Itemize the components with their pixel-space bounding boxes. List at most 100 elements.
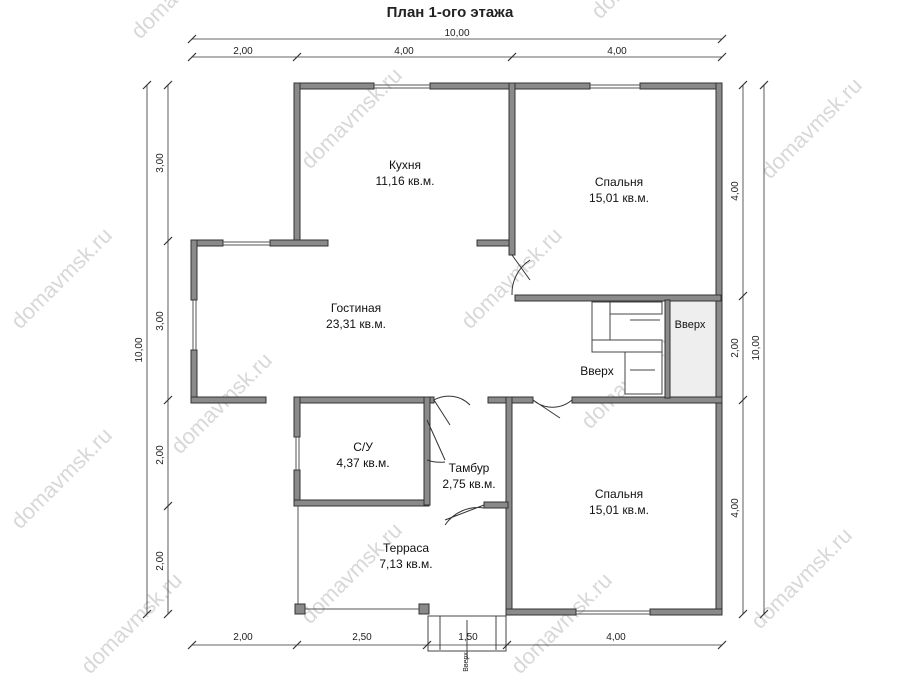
dim-tick <box>738 291 748 301</box>
dim-label: 4,00 <box>607 46 627 57</box>
entrance-up-label: Вверх <box>463 652 470 672</box>
wall <box>639 82 722 90</box>
dim-tick <box>738 80 748 90</box>
dim-tick <box>717 34 727 44</box>
wall <box>483 501 509 509</box>
dim-label: 4,00 <box>394 46 414 57</box>
dim-tick <box>163 395 173 405</box>
room-area: 15,01 кв.м. <box>589 503 649 517</box>
terrace-post <box>294 603 306 615</box>
wall <box>190 349 198 401</box>
watermark: domavmsk.ru <box>6 222 117 333</box>
room-labels: Кухня 11,16 кв.м. Спальня 15,01 кв.м. Го… <box>326 158 706 672</box>
wall <box>190 239 198 301</box>
room-area: 11,16 кв.м. <box>375 174 434 188</box>
stair-up-label: Вверх <box>675 319 706 331</box>
dim-label: 4,00 <box>606 632 626 643</box>
room-name: Спальня <box>595 487 643 501</box>
wall <box>293 499 430 507</box>
dim-tick <box>187 52 197 62</box>
dim-tick <box>738 395 748 405</box>
door <box>532 399 573 419</box>
room-name: Гостиная <box>331 301 381 315</box>
dim-tick <box>142 609 152 619</box>
dim-tick <box>502 640 512 650</box>
wall <box>508 82 516 256</box>
dim-tick <box>163 609 173 619</box>
dim-label: 1,50 <box>458 632 478 643</box>
dim-tick <box>187 640 197 650</box>
walls <box>190 82 723 616</box>
watermark: domavmsk.ru <box>296 62 407 173</box>
watermark: domavmsk.ru <box>586 0 697 24</box>
wall <box>293 396 301 438</box>
terrace-post <box>418 603 430 615</box>
dim-label: 2,00 <box>233 632 253 643</box>
dim-tick <box>292 640 302 650</box>
dim-tick <box>717 640 727 650</box>
door <box>433 395 471 426</box>
dim-label: 3,00 <box>155 311 166 331</box>
dim-tick <box>759 80 769 90</box>
watermark: domavmsk.ru <box>296 517 407 628</box>
wall <box>664 299 671 399</box>
watermark: domavmsk.ru <box>126 0 237 44</box>
dim-tick <box>142 80 152 90</box>
wall <box>269 239 329 247</box>
plan-title: План 1-ого этажа <box>387 4 514 21</box>
wall <box>476 239 510 247</box>
room-area: 23,31 кв.м. <box>326 317 386 331</box>
wall <box>423 396 431 506</box>
room-name: Тамбур <box>449 461 490 475</box>
room-area: 15,01 кв.м. <box>589 191 649 205</box>
room-name: Спальня <box>595 175 643 189</box>
wall <box>571 396 723 404</box>
dim-label: 2,50 <box>352 632 372 643</box>
watermark: domavmsk.ru <box>6 422 117 533</box>
entrance-steps <box>427 615 507 660</box>
room-area: 2,75 кв.м. <box>442 477 495 491</box>
watermark: domavmsk.ru <box>756 72 867 183</box>
watermark: domavmsk.ru <box>76 567 187 675</box>
room-name: Кухня <box>389 158 421 172</box>
dimension-lines: 10,00 2,00 4,00 4,00 2,00 2,50 1,50 4,00… <box>134 28 769 650</box>
wall <box>293 396 435 404</box>
doors <box>426 254 573 526</box>
stair-up-label: Вверх <box>580 364 613 378</box>
stair-step <box>591 339 663 353</box>
dim-label: 2,00 <box>155 551 166 571</box>
room-area: 4,37 кв.м. <box>336 456 389 470</box>
dim-label: 10,00 <box>444 28 469 39</box>
wall <box>190 396 267 404</box>
windows <box>192 84 650 615</box>
door <box>511 254 531 296</box>
wall <box>514 294 722 302</box>
dim-label: 2,00 <box>730 338 741 358</box>
dim-tick <box>163 80 173 90</box>
dim-label: 10,00 <box>134 337 145 362</box>
room-area: 7,13 кв.м. <box>379 557 432 571</box>
dim-label: 3,00 <box>155 153 166 173</box>
wall <box>293 82 301 246</box>
dim-tick <box>163 236 173 246</box>
wall <box>293 82 375 90</box>
dim-label: 2,00 <box>155 445 166 465</box>
dim-tick <box>422 640 432 650</box>
dim-tick <box>507 52 517 62</box>
dim-tick <box>163 501 173 511</box>
stair-well <box>668 300 718 398</box>
staircase <box>591 301 663 395</box>
stair-flight <box>624 351 663 395</box>
wall <box>649 608 723 616</box>
room-name: С/У <box>353 440 373 454</box>
dim-tick <box>717 52 727 62</box>
dim-tick <box>187 34 197 44</box>
watermark: domavmsk.ru <box>746 522 857 633</box>
dim-label: 4,00 <box>730 498 741 518</box>
dim-tick <box>759 609 769 619</box>
dim-tick <box>738 609 748 619</box>
door <box>444 504 485 526</box>
wall <box>505 608 577 616</box>
watermark: domavmsk.ru <box>506 567 617 675</box>
